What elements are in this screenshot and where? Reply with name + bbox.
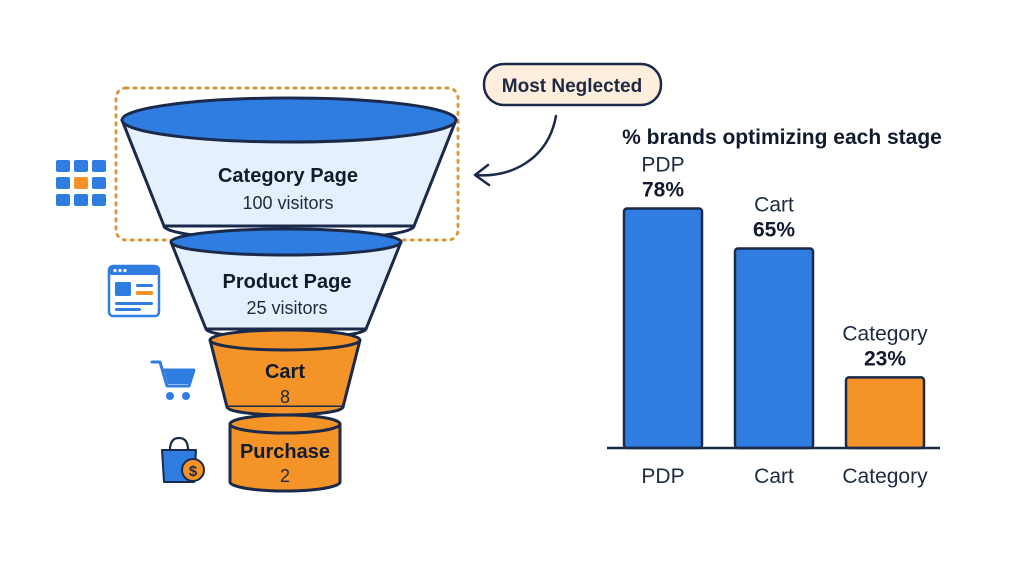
bar-value-label: 23% — [864, 347, 906, 370]
stage-count: 8 — [280, 387, 290, 407]
stage-label: Purchase — [240, 441, 330, 463]
funnel-stage-category: Category Page 100 visitors — [120, 96, 458, 242]
bar-top-label: Cart — [754, 193, 794, 216]
bar-pdp — [622, 207, 704, 450]
stage-count: 2 — [280, 466, 290, 486]
bar-top-label: PDP — [641, 154, 684, 177]
bar-chart: % brands optimizing each stage PDP78%PDP… — [607, 126, 942, 488]
bar-cart — [733, 247, 815, 450]
browser-window-icon — [107, 264, 161, 318]
grid-icon — [56, 160, 106, 206]
bar-top-label: Category — [842, 322, 928, 345]
most-neglected-callout: Most Neglected — [473, 62, 663, 187]
svg-text:$: $ — [189, 463, 198, 480]
callout-arrow — [474, 114, 558, 177]
callout-label: Most Neglected — [502, 76, 642, 97]
funnel-stage-purchase: Purchase 2 — [228, 413, 342, 493]
shopping-cart-icon — [150, 360, 196, 400]
bar-value-label: 78% — [642, 179, 684, 202]
funnel-stage-cart: Cart 8 — [208, 328, 362, 417]
x-tick-label: PDP — [641, 465, 684, 488]
stage-label: Product Page — [223, 271, 352, 293]
bar-value-label: 65% — [753, 218, 795, 241]
x-tick-label: Category — [842, 465, 928, 488]
shopping-bag-dollar-icon: $ — [161, 436, 205, 483]
stage-label: Cart — [265, 361, 305, 383]
x-tick-label: Cart — [754, 465, 794, 488]
highlight-box — [114, 86, 460, 242]
stage-count: 100 visitors — [242, 193, 333, 213]
chart-title: % brands optimizing each stage — [622, 126, 942, 149]
bar-category — [844, 376, 926, 450]
funnel-stage-product: Product Page 25 visitors — [169, 227, 403, 340]
stage-label: Category Page — [218, 165, 358, 187]
stage-count: 25 visitors — [246, 298, 327, 318]
